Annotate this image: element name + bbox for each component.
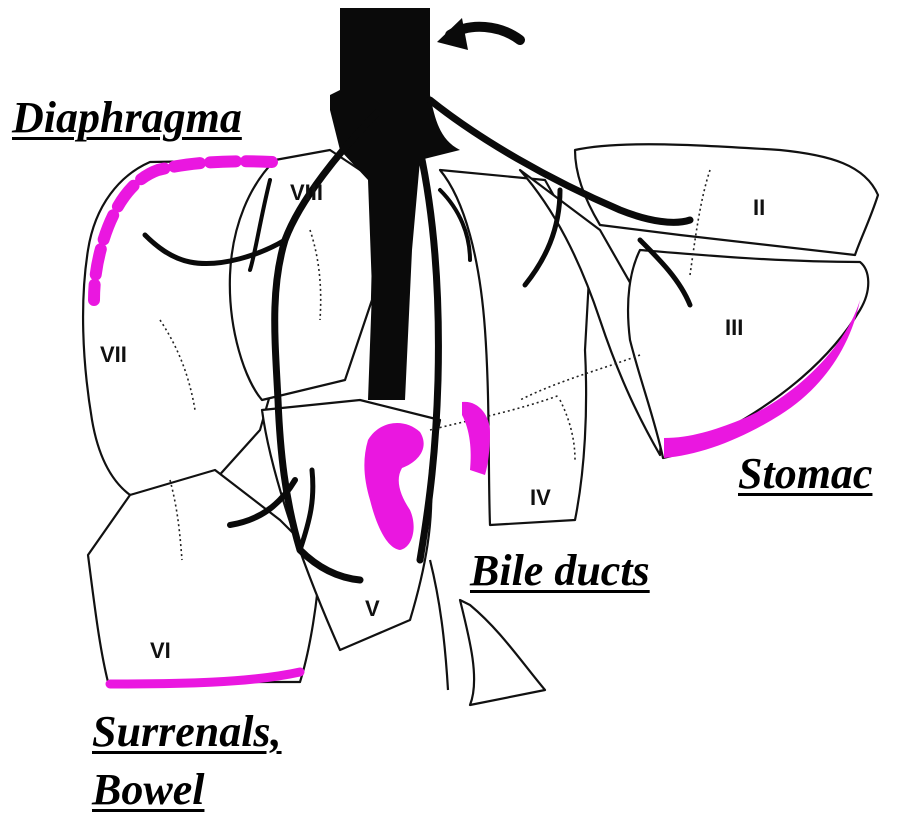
bile-ducts-label: Bile ducts bbox=[470, 545, 650, 597]
surrenals-label: Surrenals, bbox=[92, 706, 282, 758]
segment-iii-label: III bbox=[725, 315, 743, 340]
stomac-label: Stomac bbox=[738, 448, 872, 500]
segment-viii-label: VIII bbox=[290, 180, 323, 205]
segment-v-label: V bbox=[365, 596, 380, 621]
segment-ii-label: II bbox=[753, 195, 765, 220]
lower-tube bbox=[430, 560, 448, 690]
segment-ii-lobe bbox=[575, 144, 878, 255]
segment-iv-label: IV bbox=[530, 485, 551, 510]
flow-arrow-head bbox=[437, 18, 468, 50]
segment-vi-label: VI bbox=[150, 638, 171, 663]
segment-vii-label: VII bbox=[100, 342, 127, 367]
bile-duct-highlight-2 bbox=[462, 402, 490, 475]
diaphragma-label: Diaphragma bbox=[12, 92, 242, 144]
bowel-label: Bowel bbox=[92, 764, 204, 816]
gallbladder-outline bbox=[460, 600, 545, 705]
